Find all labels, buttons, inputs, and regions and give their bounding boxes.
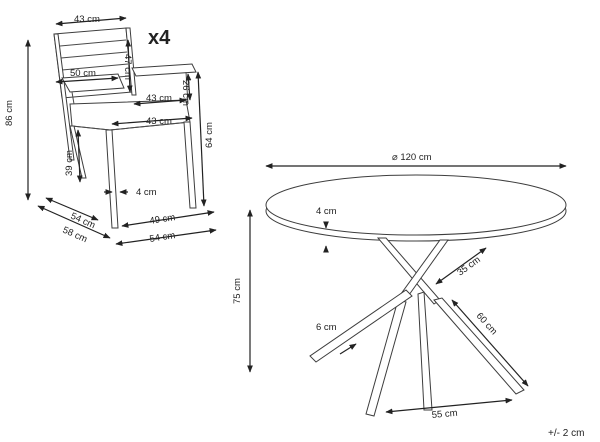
table-dimension-lines — [247, 163, 567, 415]
dim-chair-seat-width: 43 cm — [146, 116, 172, 127]
table-drawing — [265, 174, 567, 417]
dim-table-diameter: ⌀ 120 cm — [392, 152, 432, 163]
dim-chair-back-height: 47 cm — [122, 54, 133, 80]
dim-table-leg-section: 6 cm — [316, 322, 337, 333]
dim-table-height: 75 cm — [232, 278, 243, 304]
dim-chair-total-height: 86 cm — [4, 100, 15, 126]
dim-table-top-thickness: 4 cm — [316, 206, 337, 217]
dim-table-leg-lower: 60 cm — [474, 311, 500, 338]
dim-chair-front-width: 49 cm — [149, 212, 176, 227]
dim-chair-base-width: 54 cm — [149, 230, 176, 245]
quantity-label: x4 — [148, 27, 171, 49]
dim-table-leg-upper: 35 cm — [455, 254, 482, 278]
dim-table-foot-span: 55 cm — [431, 408, 458, 421]
dim-chair-arm-depth: 50 cm — [70, 68, 96, 79]
dim-chair-back-width: 43 cm — [74, 14, 100, 25]
dim-chair-leg-thickness: 4 cm — [136, 187, 157, 198]
dim-chair-arm-floor-height: 64 cm — [204, 122, 215, 148]
dim-chair-arm-height: 26 cm — [180, 80, 191, 106]
chair-dimension-lines — [25, 15, 217, 246]
dim-chair-seat-height: 39 cm — [64, 150, 75, 176]
tolerance-note: +/- 2 cm — [548, 428, 584, 439]
dim-chair-seat-inner-width: 43 cm — [146, 93, 172, 104]
